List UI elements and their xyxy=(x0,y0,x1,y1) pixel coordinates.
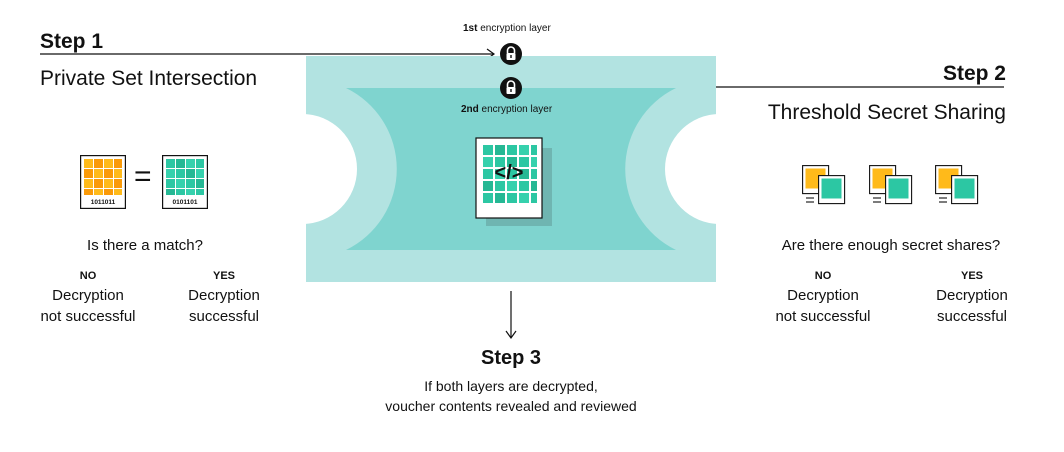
step2-yes-head: YES xyxy=(960,270,983,282)
step1-no-line1: Decryption xyxy=(52,287,124,304)
voucher-notch-left xyxy=(306,114,357,224)
secret-share-icon xyxy=(935,165,979,205)
step2-no-line1: Decryption xyxy=(787,287,859,304)
second-layer-bold: 2nd xyxy=(461,104,479,115)
step3-line1: If both layers are decrypted, xyxy=(424,378,598,394)
step1-yes-line1: Decryption xyxy=(188,287,260,304)
psi-tile-right-code: 0101101 xyxy=(173,199,198,206)
step1-yes-line2: successful xyxy=(188,308,260,325)
step1-yes-head: YES xyxy=(212,270,235,282)
second-layer-label: 2nd encryption layer xyxy=(461,104,552,115)
step2-no-head: NO xyxy=(814,270,832,282)
code-icon: </> xyxy=(495,162,524,184)
step1-outcome-no: NO Decryption not successful xyxy=(30,270,146,327)
first-layer-bold: 1st xyxy=(463,23,478,34)
voucher-graphic: </> xyxy=(306,56,716,282)
step2-subtitle: Threshold Secret Sharing xyxy=(767,101,1006,124)
secret-share-icon xyxy=(869,165,913,205)
lock-icon xyxy=(500,43,522,65)
step2-outcome-no: NO Decryption not successful xyxy=(765,270,881,327)
step1-subtitle: Private Set Intersection xyxy=(40,67,258,90)
step2-yes-line1: Decryption xyxy=(936,287,1008,304)
first-layer-label: 1st encryption layer xyxy=(463,23,551,34)
step1-question: Is there a match? xyxy=(87,237,203,254)
secret-share-icon xyxy=(802,165,846,205)
step1-no-head: NO xyxy=(79,270,97,282)
document-grid xyxy=(483,145,537,203)
step2-title: Step 2 xyxy=(942,62,1006,85)
step3-line2: voucher contents revealed and reviewed xyxy=(385,398,637,414)
voucher-notch-right xyxy=(665,114,716,224)
equals-icon: = xyxy=(134,160,152,193)
step2-outcome-yes: YES Decryption successful xyxy=(914,270,1030,327)
arrow-down-head xyxy=(505,330,517,340)
step3-title: Step 3 xyxy=(480,347,542,369)
step1-title: Step 1 xyxy=(40,30,104,53)
psi-tile-left: 1011011 xyxy=(80,155,126,209)
psi-tile-left-code: 1011011 xyxy=(91,199,116,206)
step3-block: Step 3 If both layers are decrypted, vou… xyxy=(311,347,711,416)
psi-tile-right: 0101101 xyxy=(162,155,208,209)
step2-question: Are there enough secret shares? xyxy=(781,237,1001,254)
step1-no-line2: not successful xyxy=(40,308,136,325)
step2-yes-line2: successful xyxy=(936,308,1008,325)
second-layer-rest: encryption layer xyxy=(478,104,553,115)
first-layer-rest: encryption layer xyxy=(477,23,551,34)
step1-outcome-yes: YES Decryption successful xyxy=(166,270,282,327)
step2-no-line2: not successful xyxy=(775,308,871,325)
lock-icon xyxy=(500,77,522,99)
